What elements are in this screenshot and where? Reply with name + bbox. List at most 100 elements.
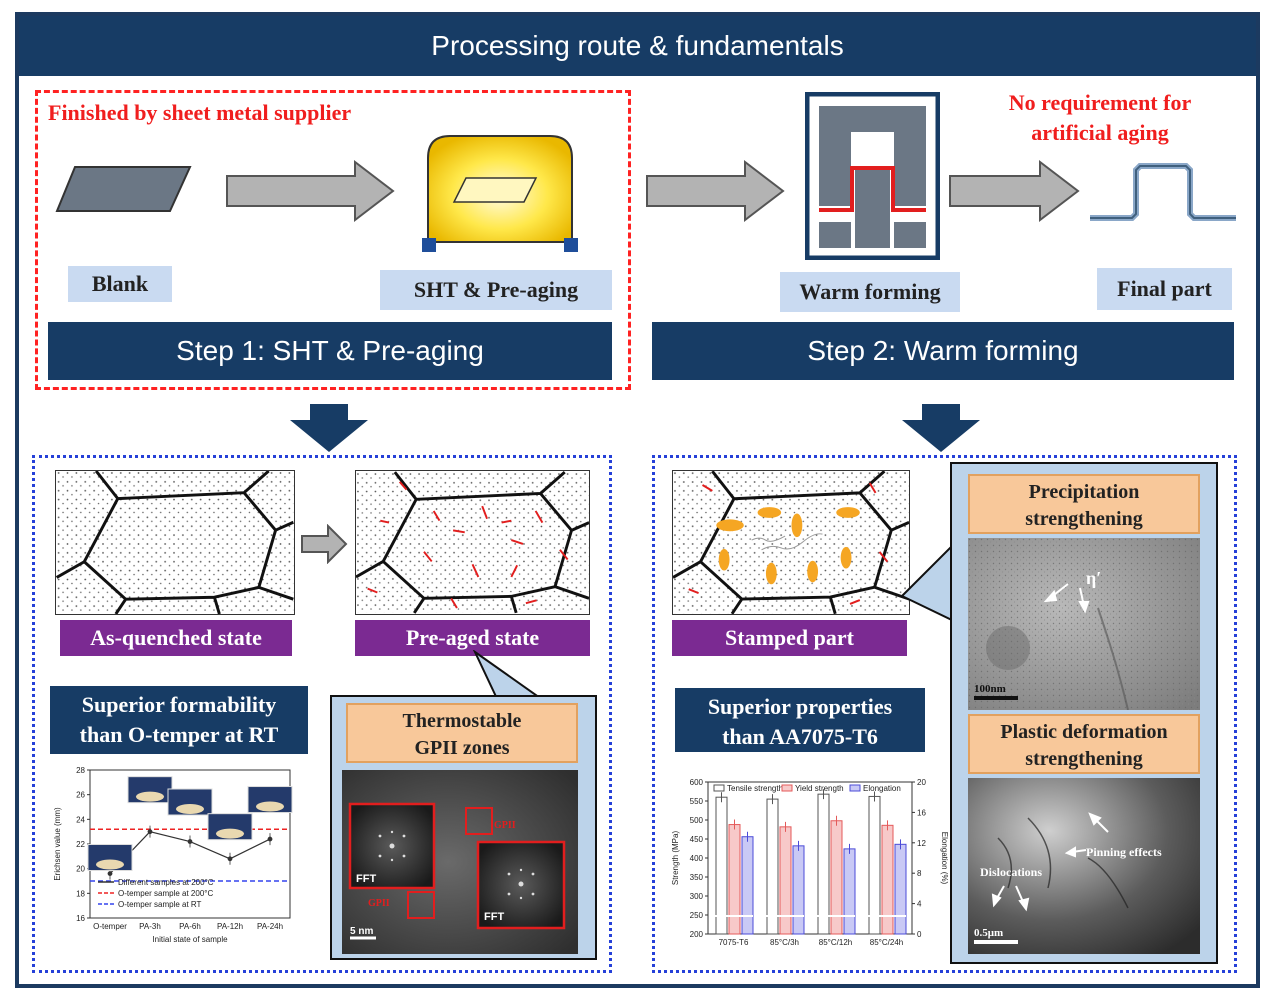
- y-axis-label: Strength (MPa): [671, 831, 680, 886]
- sample-dome: [176, 804, 204, 814]
- bar: [894, 843, 907, 935]
- no-aging-note-line2: artificial aging: [1031, 120, 1169, 145]
- y-tick-label: 28: [76, 766, 85, 775]
- legend-label: Elongation: [863, 784, 901, 793]
- sample-dome: [136, 791, 164, 802]
- y2-tick-label: 12: [917, 839, 926, 848]
- bar: [715, 796, 728, 935]
- plastic-line2: strengthening: [1025, 748, 1143, 770]
- y-tick-label: 250: [690, 911, 704, 920]
- y2-tick-label: 0: [917, 930, 922, 939]
- y2-axis-label: Elongation (%): [940, 832, 949, 885]
- y2-tick-label: 8: [917, 869, 922, 878]
- bar: [868, 795, 881, 935]
- y-axis-label: Erichsen value (mm): [53, 807, 62, 881]
- legend-label: Tensile strength: [727, 784, 783, 793]
- y-tick-label: 22: [76, 840, 85, 849]
- data-point: [227, 856, 233, 862]
- data-point: [107, 871, 113, 876]
- data-point: [187, 839, 193, 844]
- gpii-tag-1: GPII: [494, 820, 516, 831]
- plastic-line1: Plastic deformation: [1000, 721, 1168, 743]
- x-tick-label: PA-24h: [257, 922, 283, 931]
- legend-label: Different samples at 200°C: [118, 878, 214, 887]
- no-aging-note-line1: No requirement for: [1008, 90, 1192, 115]
- x-tick-label: PA-3h: [139, 922, 161, 931]
- pre-aged-microstructure: [355, 470, 590, 615]
- data-point: [147, 829, 153, 835]
- chart-background: [668, 772, 950, 964]
- tem-gpii-image: FFT GPII FFT GPII 5 nm: [342, 770, 578, 954]
- arrow-down-icon: [290, 404, 368, 452]
- x-tick-label: 85°C/24h: [870, 938, 903, 947]
- y2-tick-label: 20: [917, 778, 926, 787]
- y-tick-label: 300: [690, 892, 704, 901]
- formability-line1: Superior formability: [81, 692, 277, 717]
- no-aging-note: No requirement for artificial aging: [985, 88, 1215, 148]
- bar: [881, 824, 894, 935]
- page-title: Processing route & fundamentals: [19, 16, 1256, 76]
- y-tick-label: 200: [690, 930, 704, 939]
- blank-label: Blank: [68, 266, 172, 302]
- stamped-microstructure: [672, 470, 910, 615]
- precipitation-line2: strengthening: [1025, 508, 1143, 530]
- blank-sheet-icon: [55, 166, 192, 212]
- fft-label-2: FFT: [484, 911, 504, 923]
- precipitation-label-box: Precipitation strengthening: [968, 474, 1200, 534]
- final-part-icon: [1090, 163, 1236, 221]
- as-quenched-microstructure: [55, 470, 295, 615]
- bar: [817, 793, 830, 935]
- step1-bar: Step 1: SHT & Pre-aging: [48, 322, 612, 380]
- bar: [843, 848, 856, 935]
- y-tick-label: 16: [76, 914, 85, 923]
- gpii-label-box: Thermostable GPII zones: [346, 703, 578, 763]
- bar: [766, 798, 779, 935]
- arrow-right-icon: [226, 160, 395, 222]
- pinning-label: Pinning effects: [1086, 845, 1162, 859]
- arrow-down-icon: [902, 404, 980, 452]
- left-mechanism-panel: [32, 455, 612, 973]
- arrow-right-icon: [949, 160, 1080, 222]
- scale-bar-100nm: 100nm: [974, 683, 1006, 695]
- properties-line2: than AA7075-T6: [722, 724, 878, 749]
- legend-swatch: [713, 784, 725, 792]
- tem-dislocation-image: Pinning effects Dislocations 0.5μm: [968, 778, 1200, 954]
- precipitation-line1: Precipitation: [1028, 481, 1140, 503]
- y-tick-label: 20: [76, 865, 85, 874]
- tem-scale-bar: 5 nm: [350, 926, 373, 937]
- y-tick-label: 26: [76, 791, 85, 800]
- y-tick-label: 600: [690, 778, 704, 787]
- as-quenched-label: As-quenched state: [60, 620, 292, 656]
- legend-swatch: [849, 784, 861, 792]
- legend-label: Yield strength: [795, 784, 844, 793]
- sample-dome: [256, 801, 284, 812]
- x-tick-label: 7075-T6: [719, 938, 749, 947]
- formability-box: Superior formability than O-temper at RT: [50, 686, 308, 754]
- properties-box: Superior properties than AA7075-T6: [675, 688, 925, 752]
- warm-forming-press-icon: [805, 92, 940, 260]
- bar: [830, 820, 843, 935]
- supplier-note: Finished by sheet metal supplier: [48, 100, 352, 125]
- formability-line2: than O-temper at RT: [79, 722, 279, 747]
- sample-dome: [216, 828, 244, 839]
- sample-dome: [96, 859, 124, 870]
- legend-swatch: [781, 784, 793, 792]
- y2-tick-label: 4: [917, 900, 922, 909]
- dislocations-label: Dislocations: [980, 865, 1042, 879]
- bar: [741, 836, 754, 935]
- x-tick-label: PA-12h: [217, 922, 243, 931]
- y-tick-label: 450: [690, 835, 704, 844]
- y-tick-label: 400: [690, 854, 704, 863]
- y-tick-label: 550: [690, 797, 704, 806]
- stamped-label: Stamped part: [672, 620, 907, 656]
- sht-label: SHT & Pre-aging: [380, 270, 612, 310]
- y-tick-label: 350: [690, 873, 704, 882]
- y-tick-label: 500: [690, 816, 704, 825]
- x-tick-label: PA-6h: [179, 922, 201, 931]
- x-axis-label: Initial state of sample: [152, 935, 228, 944]
- bar: [792, 845, 805, 935]
- strength-chart: 200250300350400450500550600048121620Stre…: [668, 772, 950, 964]
- data-point: [267, 836, 273, 842]
- step2-bar: Step 2: Warm forming: [652, 322, 1234, 380]
